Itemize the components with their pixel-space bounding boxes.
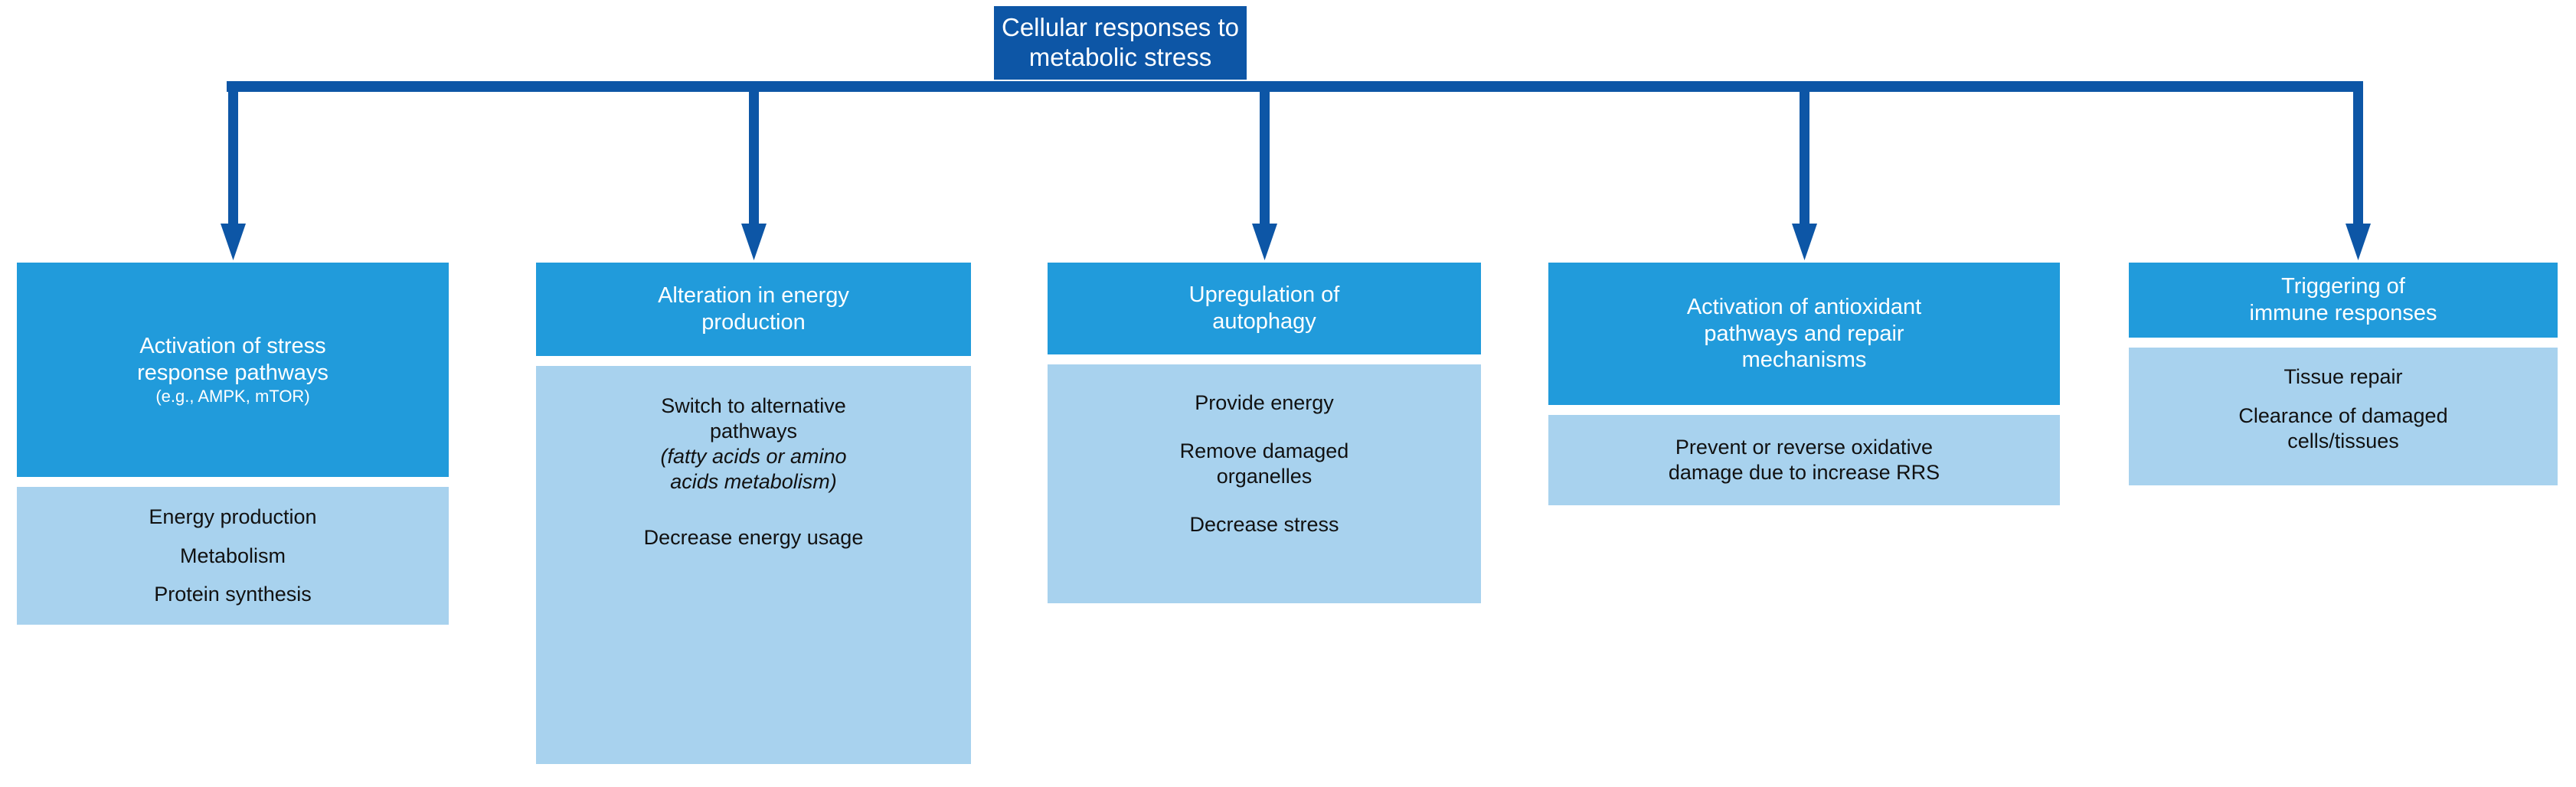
- branch-header-5[interactable]: Triggering of immune responses: [2129, 263, 2558, 338]
- branch-column-2: Alteration in energy production Switch t…: [536, 263, 971, 764]
- branch-body-1[interactable]: Energy production Metabolism Protein syn…: [17, 487, 449, 625]
- branch-column-3: Upregulation of autophagy Provide energy…: [1048, 263, 1481, 603]
- branch-column-5: Triggering of immune responses Tissue re…: [2129, 263, 2558, 485]
- branch-body-line: Metabolism: [179, 544, 286, 567]
- branch-body-line: Provide energy: [1195, 391, 1334, 414]
- branch-body-line: Remove damaged organelles: [1179, 439, 1349, 488]
- branch-body-line: Protein synthesis: [154, 583, 312, 606]
- branch-body-2[interactable]: Switch to alternative pathways (fatty ac…: [536, 366, 971, 764]
- connector-drop-3: [1260, 81, 1270, 227]
- root-node[interactable]: Cellular responses to metabolic stress: [994, 6, 1247, 80]
- branch-body-line: Switch to alternative pathways: [661, 394, 846, 442]
- connector-drop-2: [749, 81, 759, 227]
- branch-header-title-3: Upregulation of autophagy: [1188, 282, 1340, 334]
- arrowhead-2: [741, 224, 767, 260]
- branch-header-2[interactable]: Alteration in energy production: [536, 263, 971, 356]
- arrowhead-4: [1792, 224, 1817, 260]
- arrowhead-5: [2346, 224, 2371, 260]
- branch-header-subtitle-1: (e.g., AMPK, mTOR): [155, 386, 310, 406]
- branch-body-line: Decrease stress: [1189, 512, 1339, 536]
- connector-drop-4: [1800, 81, 1809, 227]
- branch-column-4: Activation of antioxidant pathways and r…: [1548, 263, 2060, 505]
- branch-header-title-1: Activation of stress response pathways (…: [137, 306, 329, 433]
- branch-body-3[interactable]: Provide energy Remove damaged organelles…: [1048, 364, 1481, 603]
- branch-column-1: Activation of stress response pathways (…: [17, 263, 449, 625]
- branch-header-3[interactable]: Upregulation of autophagy: [1048, 263, 1481, 354]
- branch-body-5[interactable]: Tissue repair Clearance of damaged cells…: [2129, 348, 2558, 485]
- branch-body-line-italic: (fatty acids or amino acids metabolism): [660, 444, 847, 493]
- branch-header-title-4: Activation of antioxidant pathways and r…: [1686, 294, 1922, 373]
- branch-header-1[interactable]: Activation of stress response pathways (…: [17, 263, 449, 477]
- root-node-label: Cellular responses to metabolic stress: [1002, 13, 1239, 71]
- arrowhead-3: [1252, 224, 1277, 260]
- connector-horizontal-bus: [227, 81, 2363, 92]
- connector-drop-5: [2353, 81, 2363, 227]
- branch-body-line: Decrease energy usage: [643, 525, 864, 549]
- branch-body-line: Tissue repair: [2283, 365, 2403, 388]
- connector-drop-1: [228, 81, 238, 227]
- branch-header-4[interactable]: Activation of antioxidant pathways and r…: [1548, 263, 2060, 405]
- branch-body-line: Prevent or reverse oxidative damage due …: [1668, 436, 1940, 484]
- branch-body-4[interactable]: Prevent or reverse oxidative damage due …: [1548, 415, 2060, 505]
- arrowhead-1: [221, 224, 246, 260]
- branch-header-title-5: Triggering of immune responses: [2249, 274, 2437, 325]
- branch-body-line: Clearance of damaged cells/tissues: [2238, 403, 2448, 452]
- branch-header-title-text-1: Activation of stress response pathways: [137, 334, 329, 385]
- branch-body-line: Energy production: [149, 505, 317, 528]
- branch-header-title-2: Alteration in energy production: [658, 283, 849, 335]
